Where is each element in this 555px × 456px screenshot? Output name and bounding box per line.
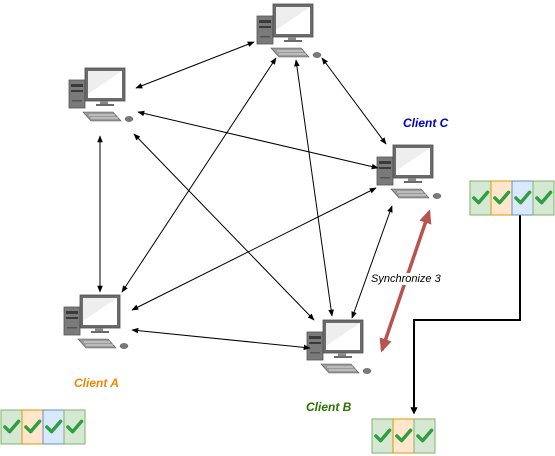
connection-topleft-clientc (137, 110, 379, 170)
desktop-computer-icon (256, 3, 322, 59)
computer-client-a (63, 294, 129, 350)
connection-top-topleft (135, 41, 255, 89)
status-bar-client-b (371, 418, 436, 454)
desktop-computer-icon (68, 67, 134, 123)
connection-clientc-clientb (351, 205, 393, 319)
connection-clienta-clientb (131, 327, 311, 351)
computer-top-left (68, 67, 134, 123)
computer-client-b (306, 319, 372, 375)
connection-top-clientb (294, 59, 334, 317)
computer-top (256, 3, 322, 59)
computer-client-c (376, 144, 442, 200)
client-a-label: Client A (74, 376, 119, 390)
desktop-computer-icon (63, 294, 129, 350)
desktop-computer-icon (376, 144, 442, 200)
connection-top-clientc (321, 57, 387, 145)
connection-topleft-clientb (133, 133, 315, 321)
client-c-label: Client C (403, 116, 449, 130)
connection-clientc-clienta (131, 187, 377, 311)
transfer-connector (410, 215, 521, 415)
connection-lines (97, 41, 393, 351)
client-b-label: Client B (306, 400, 352, 414)
status-bar-client-a (0, 409, 86, 445)
desktop-computer-icon (306, 319, 372, 375)
status-bar-client-c (469, 180, 555, 216)
synchronize-label: Synchronize 3 (369, 273, 443, 285)
